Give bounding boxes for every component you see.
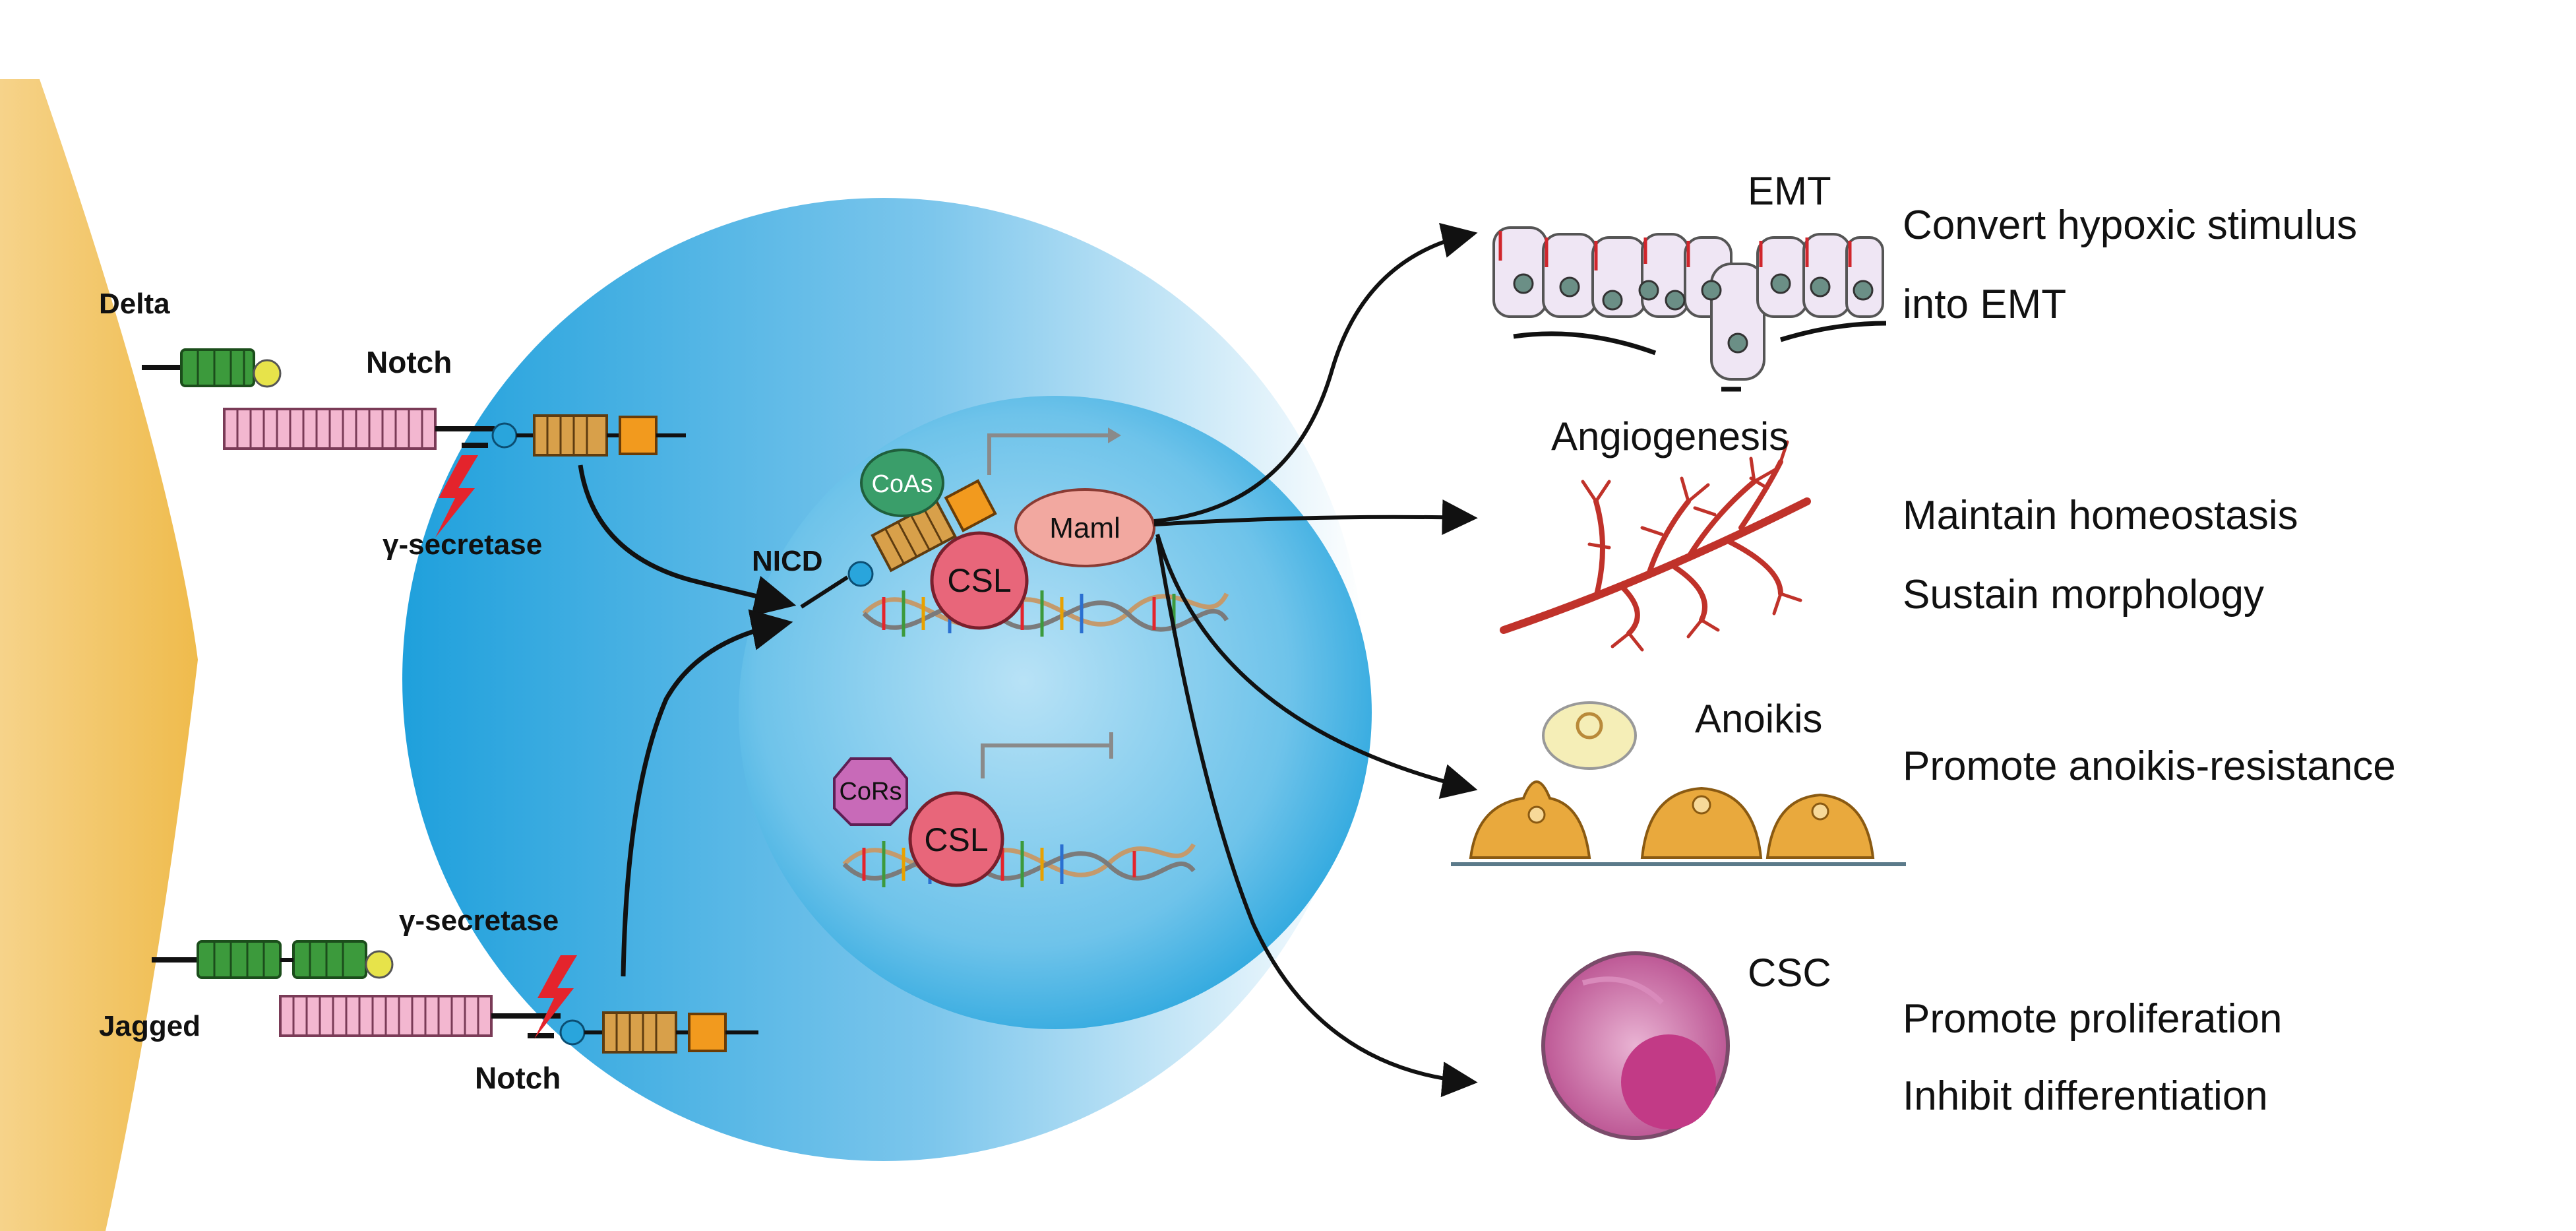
outcome-title-anoikis: Anoikis	[1695, 697, 1822, 741]
jagged-label: Jagged	[99, 1010, 200, 1042]
nucleus	[739, 396, 1372, 1029]
csc-illustration	[1541, 951, 1730, 1140]
delta-label: Delta	[99, 288, 170, 320]
delta-ligand	[142, 348, 282, 388]
nicd-release-arrow-top	[578, 464, 797, 617]
emt-epithelium-illustration	[1492, 226, 1887, 392]
gamma-secretase-bolt-top	[435, 455, 478, 538]
angiogenesis-vessel-illustration	[1500, 440, 1811, 652]
nicd-release-arrow-bottom	[621, 609, 793, 977]
outcome-title-emt: EMT	[1748, 169, 1831, 213]
csl-repressed	[908, 791, 1004, 887]
notch-label-bottom: Notch	[475, 1061, 561, 1095]
effect-emt-line-2: into EMT	[1903, 282, 2066, 327]
gamma-secretase-bolt-bottom	[534, 955, 577, 1039]
effect-csc-line-2: Inhibit differentiation	[1903, 1073, 2268, 1119]
activation-arrow-gene	[987, 427, 1121, 475]
outcome-title-angiogenesis: Angiogenesis	[1551, 414, 1789, 458]
notch-label-top: Notch	[366, 345, 452, 379]
effect-anoikis-line-1: Promote anoikis-resistance	[1903, 743, 2396, 789]
csl-repressed-label: CSL	[924, 821, 988, 858]
gamma-secretase-label-bottom: γ-secretase	[399, 904, 559, 937]
effect-emt-line-1: Convert hypoxic stimulus	[1903, 203, 2357, 248]
arrow-to-anoikis	[1155, 534, 1478, 799]
notch-receptor-top	[223, 408, 686, 538]
nicd-fragment	[800, 479, 997, 609]
arrow-to-csc	[1155, 537, 1478, 1098]
jagged-ligand	[152, 940, 394, 979]
effect-angiogenesis-line-2: Sustain morphology	[1903, 572, 2264, 617]
maml-label: Maml	[1049, 512, 1120, 544]
csl-active-label: CSL	[947, 562, 1011, 599]
coas-label: CoAs	[872, 470, 933, 498]
anoikis-illustration	[1451, 701, 1906, 866]
cors-corepressor	[833, 757, 908, 826]
effect-angiogenesis-line-1: Maintain homeostasis	[1903, 493, 2298, 538]
signal-sending-cell	[0, 79, 198, 1231]
arrow-to-angiogenesis	[1153, 499, 1478, 536]
maml-protein	[1014, 488, 1155, 567]
gamma-secretase-label-top: γ-secretase	[383, 528, 542, 561]
arrow-to-emt	[1153, 222, 1478, 523]
effect-csc-line-1: Promote proliferation	[1903, 996, 2283, 1042]
coas-coactivator	[860, 449, 944, 517]
notch-receptor-bottom	[279, 955, 758, 1054]
cors-label: CoRs	[839, 778, 902, 805]
csl-active	[930, 531, 1029, 630]
nicd-label: NICD	[752, 545, 823, 577]
repression-bar-gene	[981, 732, 1113, 778]
outcome-title-csc: CSC	[1748, 951, 1831, 995]
